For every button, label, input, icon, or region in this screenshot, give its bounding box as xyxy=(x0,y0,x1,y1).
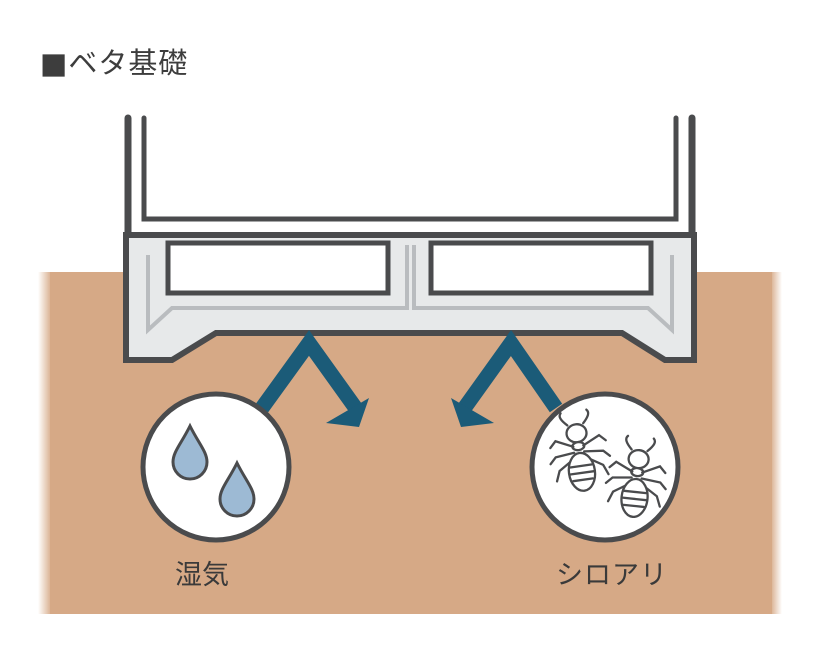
water-droplet-icon xyxy=(171,422,209,481)
moisture-circle xyxy=(140,391,292,543)
moisture-label: 湿気 xyxy=(175,560,229,591)
termite-label: シロアリ xyxy=(556,560,668,591)
termite-icon xyxy=(549,408,612,492)
termite-circle xyxy=(529,391,681,543)
termite-blocked-arrow xyxy=(451,329,563,427)
termite-icon xyxy=(604,434,667,519)
house-wall xyxy=(124,114,696,236)
page-title: ■ベタ基礎 xyxy=(40,46,189,80)
foundation-slab xyxy=(123,232,697,363)
moisture-blocked-arrow xyxy=(255,330,369,427)
water-droplet-icon xyxy=(218,459,256,518)
